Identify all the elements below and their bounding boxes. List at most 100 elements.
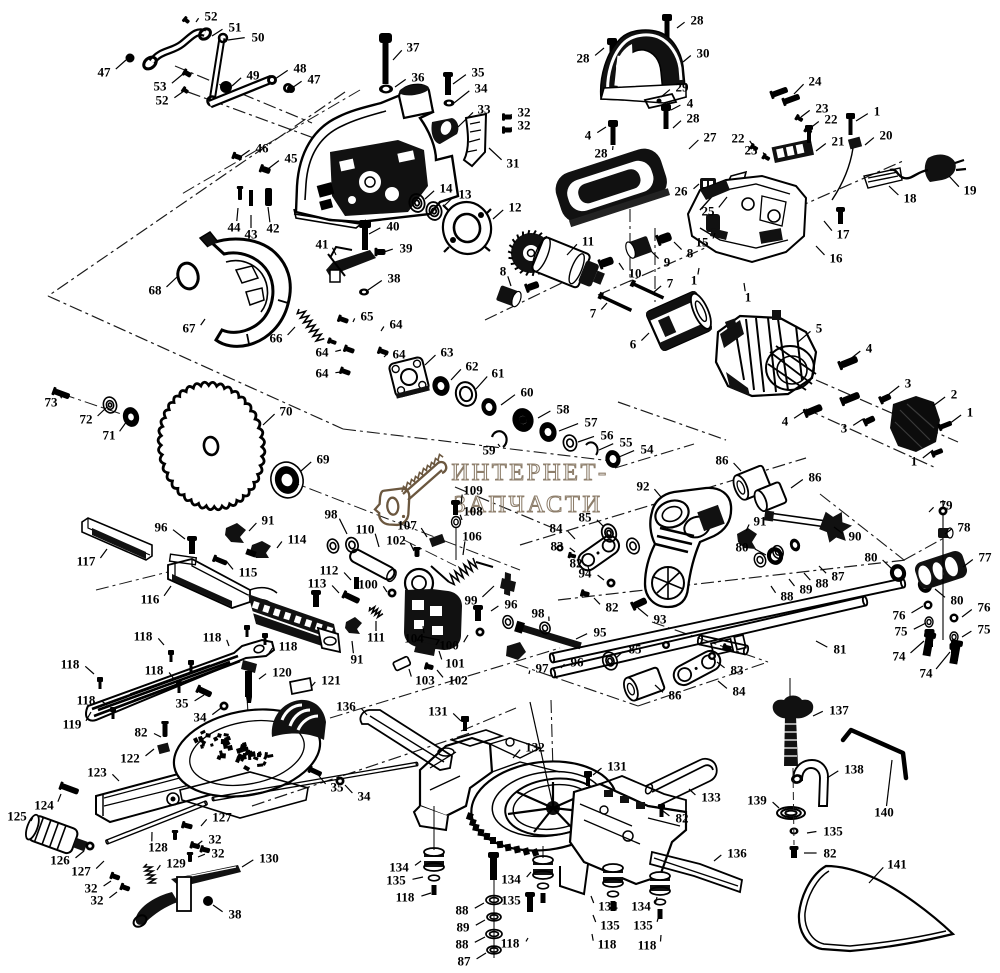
svg-text:69: 69: [317, 452, 331, 467]
svg-text:49: 49: [247, 68, 261, 83]
svg-text:34: 34: [194, 710, 208, 725]
svg-text:88: 88: [456, 903, 470, 918]
svg-text:32: 32: [91, 893, 104, 908]
svg-text:118: 118: [501, 936, 520, 951]
svg-text:37: 37: [407, 40, 421, 55]
svg-text:60: 60: [521, 385, 534, 400]
svg-text:41: 41: [316, 237, 329, 252]
svg-text:68: 68: [149, 283, 163, 298]
svg-text:3: 3: [905, 376, 912, 391]
svg-text:1: 1: [967, 405, 974, 420]
svg-text:119: 119: [63, 717, 82, 732]
svg-text:82: 82: [824, 846, 837, 861]
svg-text:88: 88: [456, 937, 470, 952]
svg-text:31: 31: [507, 156, 520, 171]
svg-text:104: 104: [404, 631, 424, 646]
svg-text:38: 38: [229, 907, 243, 922]
svg-text:12: 12: [509, 200, 522, 215]
svg-text:126: 126: [50, 853, 70, 868]
svg-text:91: 91: [351, 652, 364, 667]
svg-text:27: 27: [704, 130, 718, 145]
svg-text:102: 102: [448, 673, 468, 688]
svg-text:95: 95: [594, 625, 608, 640]
svg-text:94: 94: [579, 566, 593, 581]
svg-text:64: 64: [316, 345, 330, 360]
svg-text:72: 72: [80, 412, 93, 427]
svg-text:135: 135: [633, 918, 653, 933]
svg-text:96: 96: [571, 655, 585, 670]
svg-text:75: 75: [895, 624, 909, 639]
svg-text:111: 111: [367, 630, 385, 645]
svg-text:28: 28: [577, 51, 591, 66]
svg-text:33: 33: [478, 102, 492, 117]
svg-text:124: 124: [34, 798, 54, 813]
svg-text:56: 56: [601, 428, 615, 443]
svg-text:35: 35: [472, 65, 486, 80]
svg-text:84: 84: [733, 684, 747, 699]
svg-text:89: 89: [800, 582, 814, 597]
svg-text:1: 1: [691, 273, 698, 288]
svg-text:84: 84: [550, 521, 564, 536]
svg-text:24: 24: [809, 74, 823, 89]
svg-text:36: 36: [412, 70, 426, 85]
svg-text:134: 134: [631, 899, 651, 914]
svg-text:74: 74: [920, 666, 934, 681]
svg-text:22: 22: [825, 112, 838, 127]
svg-text:17: 17: [837, 227, 851, 242]
svg-text:34: 34: [358, 789, 372, 804]
svg-text:81: 81: [834, 642, 847, 657]
svg-text:76: 76: [978, 600, 992, 615]
svg-text:43: 43: [245, 227, 259, 242]
svg-text:131: 131: [607, 759, 627, 774]
svg-text:132: 132: [525, 740, 545, 755]
svg-text:35: 35: [176, 696, 190, 711]
svg-text:28: 28: [687, 111, 701, 126]
svg-text:131: 131: [428, 704, 448, 719]
svg-text:116: 116: [141, 592, 160, 607]
svg-text:28: 28: [595, 146, 609, 161]
svg-text:35: 35: [331, 780, 345, 795]
svg-text:44: 44: [228, 220, 242, 235]
svg-text:18: 18: [904, 191, 918, 206]
svg-text:80: 80: [951, 593, 964, 608]
svg-text:19: 19: [964, 183, 978, 198]
svg-text:50: 50: [252, 30, 265, 45]
svg-text:51: 51: [229, 20, 242, 35]
svg-text:107: 107: [397, 518, 417, 533]
svg-text:109: 109: [463, 483, 483, 498]
svg-text:21: 21: [832, 134, 845, 149]
svg-text:141: 141: [887, 857, 907, 872]
svg-text:114: 114: [288, 532, 307, 547]
svg-text:89: 89: [457, 920, 471, 935]
svg-text:123: 123: [87, 765, 107, 780]
svg-text:83: 83: [731, 663, 745, 678]
svg-text:57: 57: [585, 415, 599, 430]
svg-text:66: 66: [270, 331, 284, 346]
svg-text:100: 100: [358, 577, 378, 592]
svg-text:61: 61: [492, 366, 505, 381]
svg-text:121: 121: [321, 673, 341, 688]
svg-text:79: 79: [940, 498, 954, 513]
svg-text:67: 67: [183, 321, 197, 336]
svg-text:91: 91: [754, 514, 767, 529]
svg-text:135: 135: [823, 824, 843, 839]
svg-text:6: 6: [630, 337, 637, 352]
svg-text:64: 64: [393, 347, 407, 362]
svg-text:7: 7: [590, 306, 597, 321]
svg-text:55: 55: [620, 435, 634, 450]
svg-text:15: 15: [696, 235, 710, 250]
svg-text:118: 118: [134, 629, 153, 644]
svg-text:32: 32: [518, 118, 531, 133]
svg-text:113: 113: [308, 576, 327, 591]
svg-text:88: 88: [781, 589, 795, 604]
svg-text:1: 1: [874, 104, 881, 119]
svg-text:20: 20: [880, 128, 893, 143]
svg-text:125: 125: [7, 809, 27, 824]
svg-text:87: 87: [458, 954, 472, 969]
svg-text:122: 122: [120, 751, 140, 766]
svg-text:77: 77: [979, 550, 993, 565]
svg-text:86: 86: [669, 688, 683, 703]
svg-text:127: 127: [71, 864, 91, 879]
svg-text:45: 45: [285, 151, 299, 166]
svg-text:4: 4: [866, 341, 873, 356]
